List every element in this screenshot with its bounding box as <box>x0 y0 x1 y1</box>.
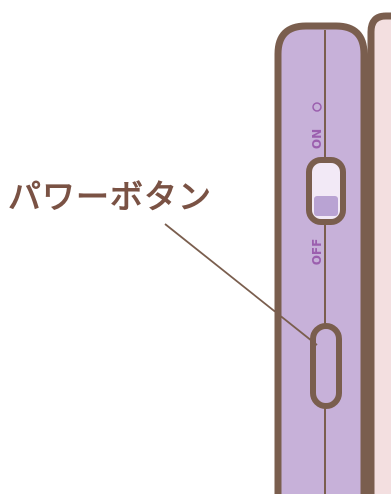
power-button[interactable] <box>310 323 342 409</box>
switch-knob[interactable] <box>314 196 338 216</box>
callout-leader-line <box>164 223 318 346</box>
switch-on-label: ON <box>310 129 324 149</box>
on-indicator-icon <box>312 102 322 112</box>
screen-edge <box>367 12 391 494</box>
power-switch[interactable]: ON OFF <box>306 102 346 266</box>
switch-off-label: OFF <box>310 239 324 266</box>
device-body <box>274 22 368 494</box>
power-button-callout-label: パワーボタン <box>8 177 212 216</box>
